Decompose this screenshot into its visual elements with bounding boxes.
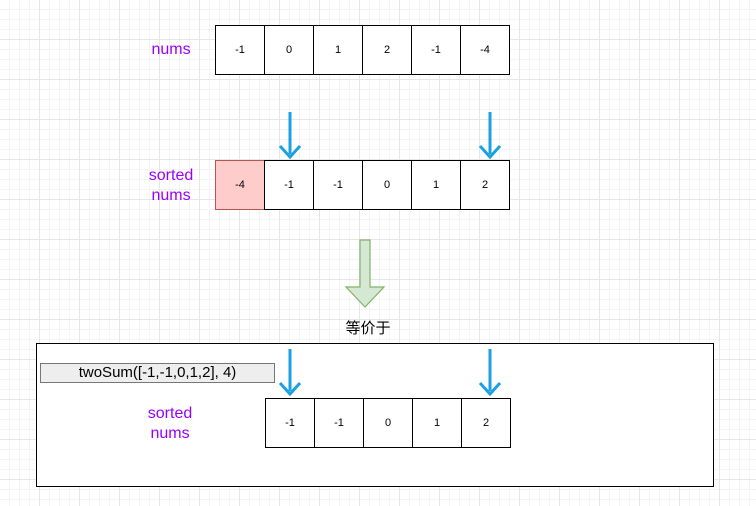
sorted-cell: 0 [362, 160, 412, 210]
bottom-right-pointer-arrow [478, 349, 502, 397]
sorted-nums-array: -4 -1 -1 0 1 2 [215, 160, 510, 210]
twosum-call-label: twoSum([-1,-1,0,1,2], 4) [40, 363, 275, 383]
sorted-cell: 1 [411, 160, 461, 210]
nums-array: -1 0 1 2 -1 -4 [215, 25, 510, 75]
nums-cell: 0 [264, 25, 314, 75]
bottom-sorted-cell: -1 [265, 398, 315, 448]
left-pointer-arrow [278, 112, 302, 160]
sorted-cell: -1 [313, 160, 363, 210]
right-pointer-arrow [478, 112, 502, 160]
nums-cell: -4 [460, 25, 510, 75]
bottom-sorted-nums-label: sorted nums [147, 405, 193, 442]
sorted-nums-label: sorted nums [148, 167, 194, 204]
bottom-sorted-array: -1 -1 0 1 2 [265, 398, 511, 448]
sorted-cell-highlighted: -4 [215, 160, 265, 210]
bottom-sorted-cell: 1 [412, 398, 462, 448]
sorted-cell: 2 [460, 160, 510, 210]
transform-down-arrow [344, 239, 386, 308]
bottom-sorted-cell: 2 [461, 398, 511, 448]
nums-cell: 2 [362, 25, 412, 75]
bottom-left-pointer-arrow [278, 349, 302, 397]
nums-cell: 1 [313, 25, 363, 75]
sorted-cell: -1 [264, 160, 314, 210]
nums-label: nums [151, 41, 191, 58]
bottom-sorted-cell: 0 [363, 398, 413, 448]
bottom-sorted-cell: -1 [314, 398, 364, 448]
nums-cell: -1 [215, 25, 265, 75]
equivalent-text: 等价于 [345, 320, 391, 337]
nums-cell: -1 [411, 25, 461, 75]
